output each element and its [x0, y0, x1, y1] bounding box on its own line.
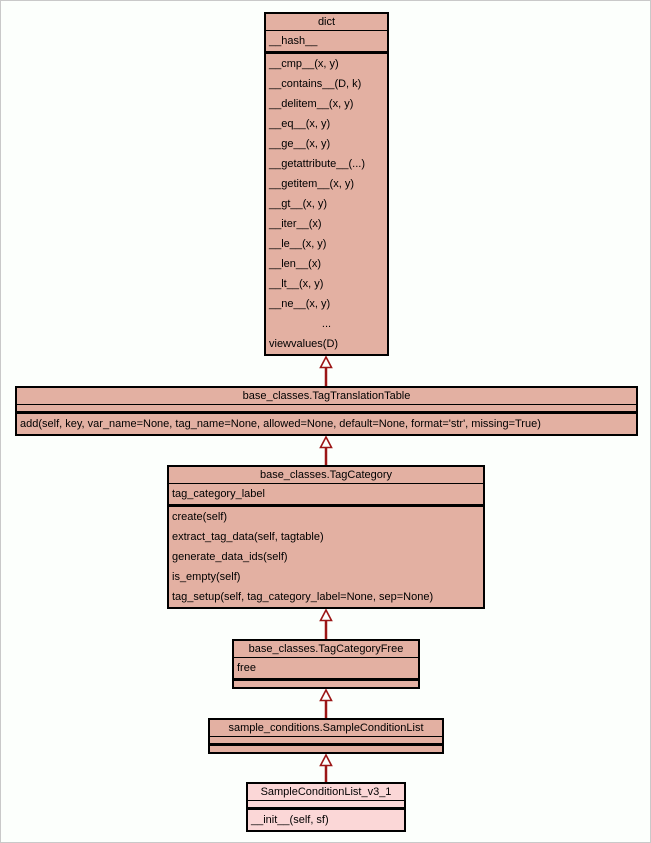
class-box-dict: dict __hash__ __cmp__(x, y) __contains__(…: [264, 12, 389, 356]
method-item: extract_tag_data(self, tagtable): [172, 531, 324, 543]
class-name: sample_conditions.SampleConditionList: [210, 720, 442, 737]
method-item: __getitem__(x, y): [269, 178, 354, 190]
method-item: ...: [321, 318, 332, 330]
class-attributes: [248, 801, 404, 810]
class-attributes: tag_category_label: [169, 484, 483, 507]
method-item: __eq__(x, y): [269, 118, 331, 130]
method-item: __ne__(x, y): [269, 298, 331, 310]
method-item: add(self, key, var_name=None, tag_name=N…: [20, 418, 541, 430]
class-attributes: [17, 405, 636, 414]
class-box-sample-condition-list-v3-1: SampleConditionList_v3_1 __init__(self, …: [246, 782, 406, 832]
arrow-head-icon: [319, 356, 333, 369]
method-item: __contains__(D, k): [269, 78, 362, 90]
class-methods: [210, 746, 442, 752]
class-methods: add(self, key, var_name=None, tag_name=N…: [17, 414, 636, 434]
class-attributes: [210, 737, 442, 746]
attribute-item: tag_category_label: [172, 488, 265, 500]
attribute-item: free: [237, 662, 256, 674]
class-attributes: free: [234, 658, 418, 681]
method-item: __lt__(x, y): [269, 278, 324, 290]
class-box-tag-category: base_classes.TagCategory tag_category_la…: [167, 465, 485, 609]
arrow-head-icon: [319, 436, 333, 449]
method-item: __delitem__(x, y): [269, 98, 354, 110]
method-item: __init__(self, sf): [251, 814, 329, 826]
method-item: viewvalues(D): [269, 338, 339, 350]
arrow-head-icon: [319, 689, 333, 702]
method-item: is_empty(self): [172, 571, 241, 583]
method-item: __iter__(x): [269, 218, 322, 230]
class-box-sample-condition-list: sample_conditions.SampleConditionList: [208, 718, 444, 754]
attribute-item: __hash__: [269, 35, 318, 47]
class-name: base_classes.TagTranslationTable: [17, 388, 636, 405]
method-item: __gt__(x, y): [269, 198, 328, 210]
method-item: generate_data_ids(self): [172, 551, 288, 563]
method-item: __le__(x, y): [269, 238, 327, 250]
method-item: tag_setup(self, tag_category_label=None,…: [172, 591, 434, 603]
class-name: base_classes.TagCategory: [169, 467, 483, 484]
class-methods: create(self) extract_tag_data(self, tagta…: [169, 507, 483, 607]
method-item: create(self): [172, 511, 228, 523]
class-attributes: __hash__: [266, 31, 387, 54]
inheritance-arrow: [319, 689, 333, 718]
method-item: __ge__(x, y): [269, 138, 331, 150]
inheritance-arrow: [319, 754, 333, 782]
class-name: base_classes.TagCategoryFree: [234, 641, 418, 658]
method-item: __cmp__(x, y): [269, 58, 339, 70]
arrow-head-icon: [319, 754, 333, 767]
inheritance-arrow: [319, 356, 333, 386]
class-name: dict: [266, 14, 387, 31]
class-box-tag-translation-table: base_classes.TagTranslationTable add(sel…: [15, 386, 638, 436]
class-methods: [234, 681, 418, 687]
method-item: __getattribute__(...): [269, 158, 366, 170]
arrow-head-icon: [319, 609, 333, 622]
method-item: __len__(x): [269, 258, 321, 270]
inheritance-arrow: [319, 609, 333, 639]
class-box-tag-category-free: base_classes.TagCategoryFree free: [232, 639, 420, 689]
class-methods: __cmp__(x, y) __contains__(D, k) __delitem…: [266, 54, 387, 354]
class-methods: __init__(self, sf): [248, 810, 404, 830]
inheritance-arrow: [319, 436, 333, 465]
class-name: SampleConditionList_v3_1: [248, 784, 404, 801]
